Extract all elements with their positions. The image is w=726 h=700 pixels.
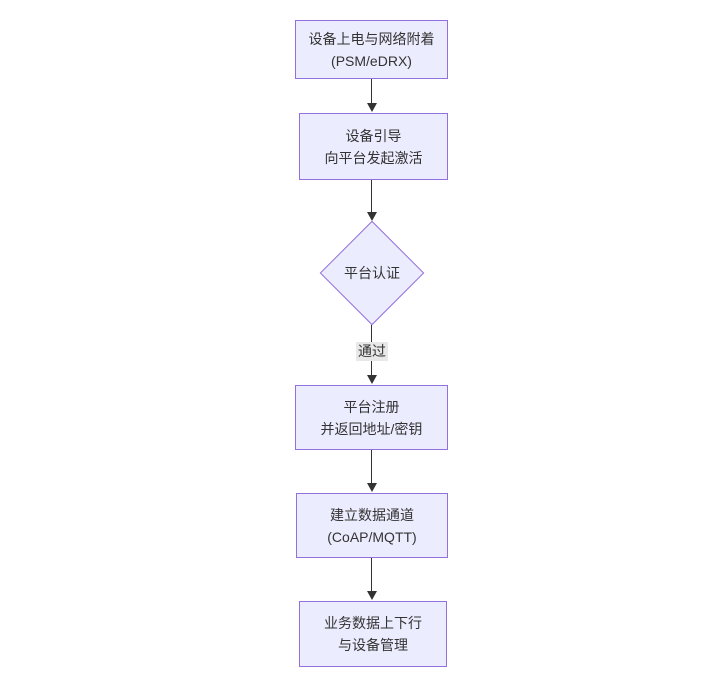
node-power-network-attach: 设备上电与网络附着 (PSM/eDRX) <box>295 20 448 79</box>
edge-line <box>371 79 372 104</box>
node-label-line: 平台认证 <box>344 265 400 281</box>
node-label-line: 向平台发起激活 <box>324 149 423 166</box>
arrowhead-down-icon <box>367 591 377 600</box>
edge-line <box>371 180 372 213</box>
node-label-line: 设备引导 <box>345 127 402 144</box>
node-label-line: 业务数据上下行 <box>324 615 422 631</box>
node-label-line: 并返回地址/密钥 <box>320 420 423 437</box>
node-device-bootstrap: 设备引导 向平台发起激活 <box>299 113 448 180</box>
node-platform-register: 平台注册 并返回地址/密钥 <box>295 385 448 450</box>
edge-label-pass: 通过 <box>356 342 388 361</box>
node-label-line: (PSM/eDRX) <box>331 52 412 69</box>
arrowhead-down-icon <box>367 103 377 112</box>
node-data-channel: 建立数据通道 (CoAP/MQTT) <box>296 493 448 558</box>
edge-line <box>371 558 372 591</box>
arrowhead-down-icon <box>367 212 377 221</box>
node-platform-auth: 平台认证 <box>319 220 425 326</box>
node-business-data: 业务数据上下行 与设备管理 <box>299 601 447 667</box>
edge-line <box>371 450 372 483</box>
node-label-line: (CoAP/MQTT) <box>327 528 417 545</box>
arrowhead-down-icon <box>367 483 377 492</box>
arrowhead-down-icon <box>367 375 377 384</box>
node-label-line: 设备上电与网络附着 <box>308 30 435 47</box>
node-label-line: 平台注册 <box>343 398 400 415</box>
node-label-line: 与设备管理 <box>338 637 408 653</box>
node-label-line: 建立数据通道 <box>330 506 414 523</box>
